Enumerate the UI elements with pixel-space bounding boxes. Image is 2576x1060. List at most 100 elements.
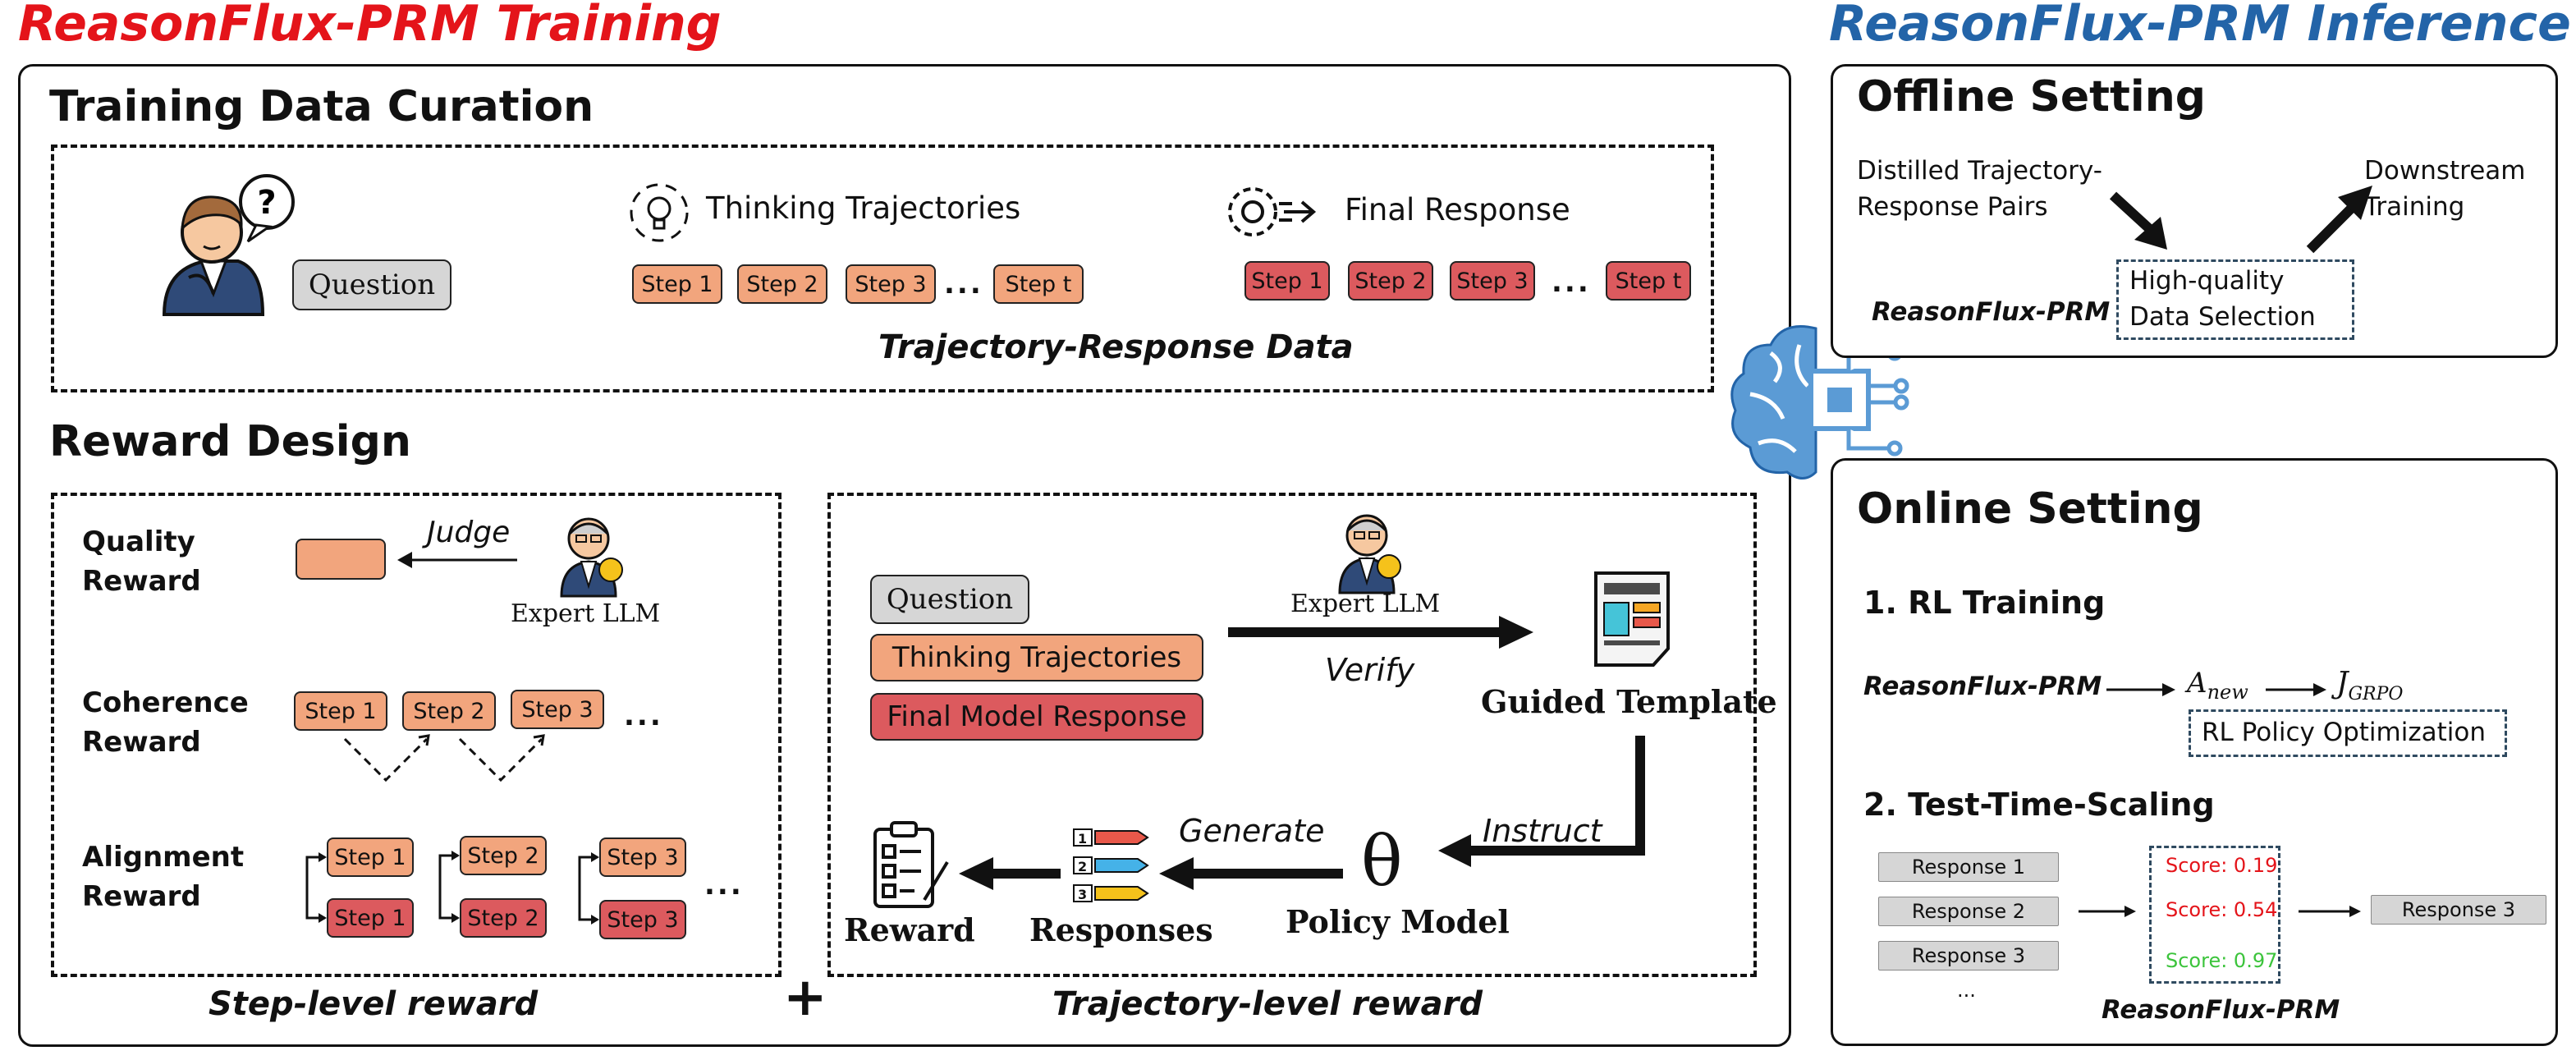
step-level-caption: Step-level reward — [209, 985, 539, 1023]
online-title: Online Setting — [1857, 484, 2203, 534]
trajectory-level-box — [827, 493, 1757, 977]
alignment-connectors — [305, 851, 599, 925]
reward-checklist-icon — [873, 821, 949, 908]
alignment-ellipsis: ... — [704, 869, 744, 902]
plus-sign: + — [783, 967, 827, 1028]
distilled-pairs-label: Distilled Trajectory- Response Pairs — [1857, 156, 2102, 222]
final-step-1: Step 1 — [1244, 261, 1330, 301]
score-1: Score: 0.19 — [2166, 854, 2278, 877]
final-step-2: Step 2 — [1348, 261, 1433, 301]
person-question-icon: ? — [162, 174, 295, 316]
alignment-bottom-step-3: Step 3 — [599, 900, 686, 939]
training-heading: ReasonFlux-PRM Training — [18, 0, 722, 53]
alignment-top-step-2: Step 2 — [460, 836, 547, 875]
alignment-bottom-step-1: Step 1 — [327, 898, 414, 938]
score-2: Score: 0.54 — [2166, 898, 2278, 921]
traj-expert-llm-icon — [1338, 514, 1401, 594]
offline-arrow-up — [2306, 186, 2372, 254]
response-num-3: 3 — [1078, 887, 1088, 902]
response-num-1: 1 — [1078, 831, 1088, 847]
offline-arrow-down — [2109, 191, 2167, 250]
final-step-3: Step 3 — [1450, 261, 1535, 301]
tts-arrow-1 — [2079, 906, 2136, 917]
tts-response-2: Response 2 — [1878, 897, 2059, 926]
thinking-step-1: Step 1 — [632, 264, 722, 304]
gear-arrow-icon — [1228, 187, 1317, 236]
guided-template-label: Guided Template — [1481, 683, 1777, 720]
tts-selected-response: Response 3 — [2371, 895, 2546, 925]
final-step-t: Step t — [1606, 261, 1691, 301]
quality-reward-label: Quality Reward — [82, 525, 201, 598]
verify-arrow — [1228, 616, 1533, 649]
generate-arrow — [1159, 857, 1343, 890]
traj-expert-llm-label: Expert LLM — [1290, 590, 1441, 618]
j-letter: J — [2336, 667, 2349, 700]
reward-arrow — [959, 857, 1061, 890]
alignment-reward-label: Alignment Reward — [82, 841, 245, 913]
curation-box — [51, 145, 1714, 392]
response-num-2: 2 — [1078, 859, 1088, 874]
policy-model-label: Policy Model — [1286, 903, 1510, 940]
coherence-step-3: Step 3 — [511, 690, 604, 729]
tts-response-3: Response 3 — [1878, 941, 2059, 971]
curation-question-chip: Question — [292, 259, 451, 310]
alignment-top-step-3: Step 3 — [599, 837, 686, 877]
reward-label: Reward — [844, 911, 975, 948]
quality-score-box — [296, 539, 386, 580]
score-3: Score: 0.97 — [2166, 949, 2278, 972]
rl-training-title: 1. RL Training — [1863, 585, 2106, 621]
tts-response-1: Response 1 — [1878, 852, 2059, 882]
instruct-label: Instruct — [1483, 813, 1602, 849]
traj-final-chip: Final Model Response — [870, 693, 1203, 741]
final-response-label: Final Response — [1345, 192, 1570, 227]
a-new-symbol: Anew — [2187, 667, 2248, 704]
tts-response-ellipsis: ... — [1957, 979, 1976, 1002]
inference-heading: ReasonFlux-PRM Inference — [1829, 0, 2571, 53]
theta-symbol: θ — [1361, 821, 1403, 902]
traj-question-chip: Question — [870, 575, 1029, 624]
judge-label: Judge — [427, 516, 511, 549]
verify-label: Verify — [1325, 652, 1415, 688]
offline-prm-label: ReasonFlux-PRM — [1872, 297, 2111, 327]
responses-icon — [1073, 828, 1149, 902]
thinking-ellipsis: ... — [944, 268, 983, 301]
alignment-bottom-step-2: Step 2 — [460, 898, 547, 938]
j-grpo-symbol: JGRPO — [2336, 667, 2403, 704]
judge-arrow — [397, 552, 517, 568]
coherence-ellipsis: ... — [624, 700, 663, 732]
reward-design-title: Reward Design — [49, 417, 411, 466]
step-expert-llm-label: Expert LLM — [511, 599, 661, 628]
responses-label: Responses — [1029, 911, 1213, 948]
rl-arrow-1 — [2106, 683, 2175, 696]
thinking-bulb-icon — [630, 183, 689, 242]
a-new-subscript: new — [2207, 680, 2248, 704]
j-subscript: GRPO — [2348, 684, 2404, 705]
guided-template-icon — [1594, 571, 1670, 667]
step-level-box — [51, 493, 782, 977]
generate-label: Generate — [1179, 813, 1325, 849]
training-data-curation-title: Training Data Curation — [49, 82, 594, 131]
svg-text:?: ? — [257, 184, 276, 222]
trajectory-response-caption: Trajectory-Response Data — [878, 328, 1354, 366]
coherence-step-1: Step 1 — [294, 691, 387, 731]
expert-llm-icon — [560, 517, 623, 598]
alignment-top-step-1: Step 1 — [327, 837, 414, 877]
instruct-arrow — [1438, 736, 1645, 867]
a-new-letter: A — [2187, 667, 2207, 700]
scores-box — [2149, 846, 2280, 984]
coherence-step-2: Step 2 — [402, 691, 496, 731]
final-ellipsis: ... — [1552, 266, 1591, 299]
rl-policy-box — [2189, 709, 2507, 757]
high-quality-selection-label: High-quality Data Selection — [2129, 266, 2316, 332]
offline-panel — [1831, 64, 2558, 358]
rl-prm-label: ReasonFlux-PRM — [1863, 672, 2102, 701]
thinking-step-t: Step t — [993, 264, 1084, 304]
thinking-step-3: Step 3 — [846, 264, 936, 304]
coherence-reward-label: Coherence Reward — [82, 686, 249, 759]
offline-title: Offline Setting — [1857, 72, 2206, 122]
tts-prm-caption: ReasonFlux-PRM — [2102, 995, 2340, 1025]
rl-arrow-2 — [2266, 683, 2326, 696]
thinking-step-2: Step 2 — [737, 264, 827, 304]
coherence-connectors — [343, 734, 545, 782]
trajectory-level-caption: Trajectory-level reward — [1052, 985, 1483, 1023]
